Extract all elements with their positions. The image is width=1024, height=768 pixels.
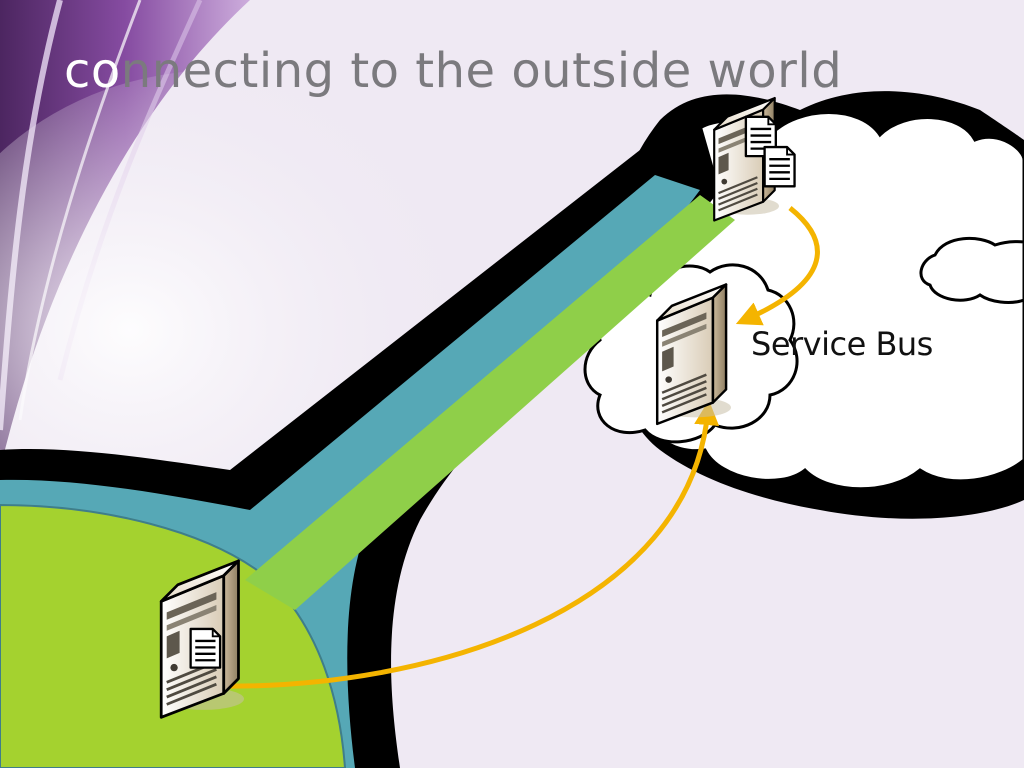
- slide-title-rest: nnecting to the outside world: [120, 43, 843, 99]
- slide-title: connecting to the outside world: [64, 43, 843, 99]
- message-arrow-from-cloud-server: [735, 206, 820, 326]
- service-bus-label: Service Bus: [751, 325, 933, 363]
- secure-connection-link: [245, 195, 735, 610]
- slide-title-highlight: co: [64, 43, 121, 99]
- message-arrow-to-service-bus: [214, 400, 720, 689]
